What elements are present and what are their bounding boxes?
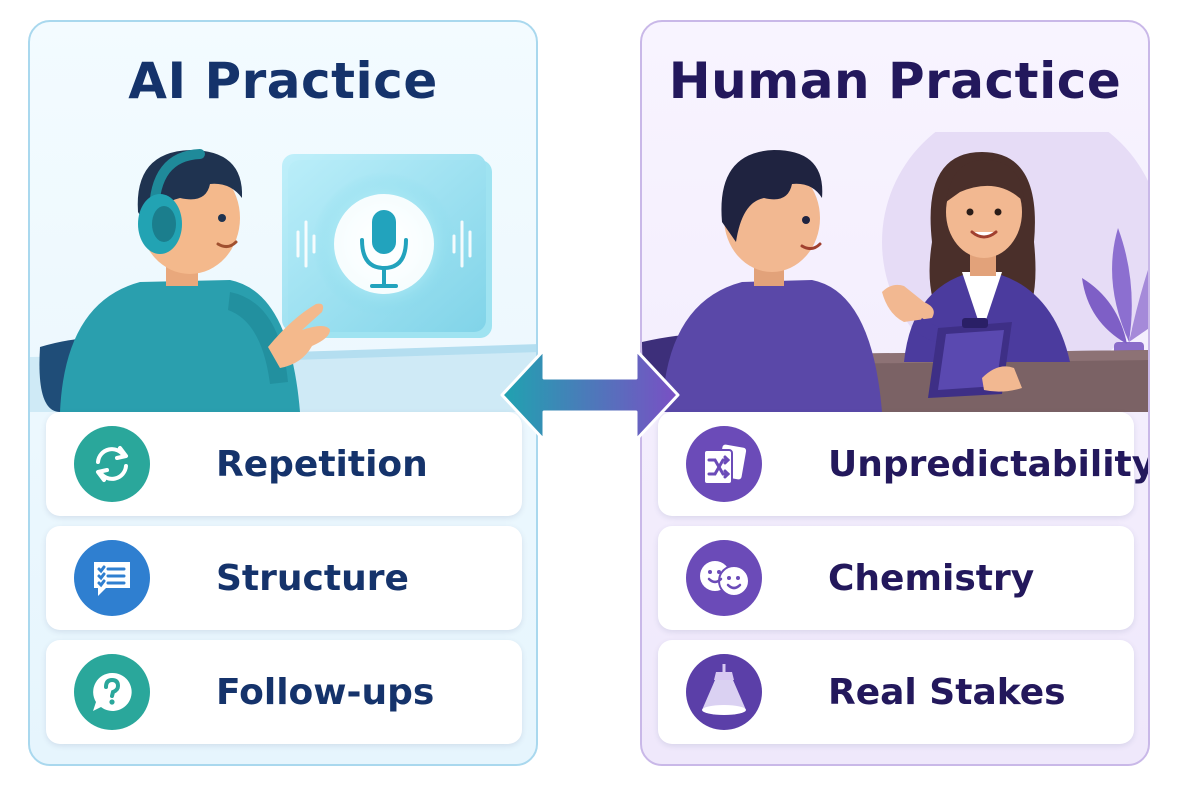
ai-practice-title: AI Practice [128, 52, 438, 110]
interviewer [882, 152, 1070, 398]
feature-label-repetition: Repetition [216, 443, 428, 485]
microphone-screen-icon [282, 154, 492, 338]
feature-label-follow-ups: Follow-ups [216, 671, 435, 713]
human-practice-illustration [642, 132, 1148, 412]
ai-practice-panel: AI Practice [28, 20, 538, 766]
ai-practice-illustration [30, 149, 536, 412]
question-chat-icon [74, 654, 150, 730]
feature-card-repetition: Repetition [46, 412, 522, 516]
human-practice-panel: Human Practice [640, 20, 1150, 766]
spotlight-icon [686, 654, 762, 730]
repeat-icon [74, 426, 150, 502]
feature-card-structure: Structure [46, 526, 522, 630]
human-feature-list: Unpredictability Chemistry [658, 412, 1148, 754]
shuffle-cards-icon [686, 426, 762, 502]
human-practice-title: Human Practice [668, 52, 1122, 110]
feature-label-unpredictability: Unpredictability [828, 443, 1150, 485]
double-arrow-icon [500, 348, 680, 442]
feature-card-unpredictability: Unpredictability [658, 412, 1148, 516]
feature-label-structure: Structure [216, 557, 409, 599]
checklist-chat-icon [74, 540, 150, 616]
feature-label-chemistry: Chemistry [828, 557, 1035, 599]
smiley-faces-icon [686, 540, 762, 616]
candidate [642, 150, 882, 412]
ai-feature-list: Repetition Structure [46, 412, 522, 754]
feature-card-chemistry: Chemistry [658, 526, 1134, 630]
feature-card-real-stakes: Real Stakes [658, 640, 1134, 744]
feature-label-real-stakes: Real Stakes [828, 671, 1066, 713]
headphones-icon [138, 149, 205, 254]
feature-card-follow-ups: Follow-ups [46, 640, 522, 744]
